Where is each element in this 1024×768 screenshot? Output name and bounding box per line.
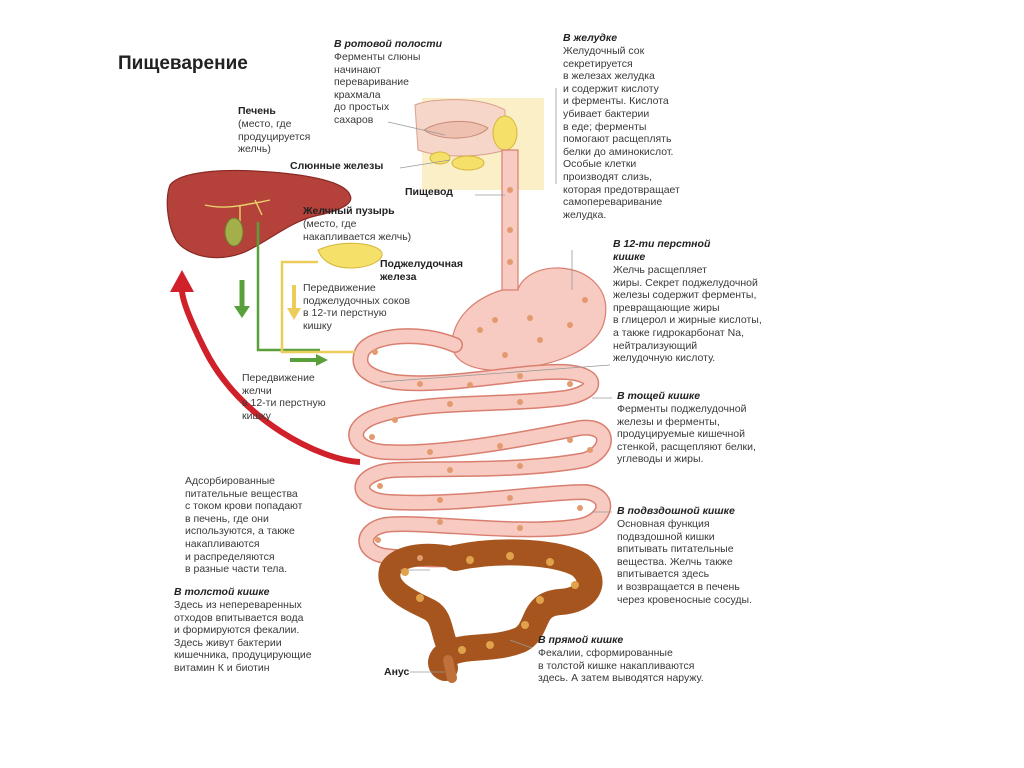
bile-arrow-right-head (316, 354, 328, 366)
food-particle (375, 537, 381, 543)
food-particle (437, 497, 443, 503)
colon-section-title: В толстой кишке (174, 586, 270, 598)
food-particle (507, 495, 513, 501)
food-particle (377, 483, 383, 489)
food-particle (507, 187, 513, 193)
pancreas-shape (317, 242, 383, 269)
food-particle (567, 322, 573, 328)
esophagus-shape (501, 149, 519, 302)
food-particle (437, 519, 443, 525)
ileum-section-text: Основная функция подвздошной кишки впиты… (617, 518, 753, 606)
jejunum-section-title: В тощей кишке (617, 390, 701, 402)
food-particles (369, 187, 593, 654)
food-particle (567, 437, 573, 443)
bile-movement-label: Передвижение желчи в 12-ти перстную кишк… (242, 372, 326, 422)
food-particle (497, 443, 503, 449)
food-particle (571, 581, 579, 589)
food-particle (536, 596, 544, 604)
blood-return-arrow (179, 289, 361, 465)
food-particle (577, 505, 583, 511)
food-particle (392, 417, 398, 423)
liver-shape (166, 169, 352, 259)
food-particle (492, 317, 498, 323)
food-particle (447, 467, 453, 473)
food-particle (417, 555, 423, 561)
bile-arrow-down-head (234, 306, 250, 318)
gallbladder-label-text: (место, где накапливается желчь) (303, 218, 412, 243)
salivary-gland-shape (451, 155, 485, 171)
blood-return-arrow-head (170, 270, 194, 292)
bile-duct-path (256, 222, 320, 352)
food-particle (466, 556, 474, 564)
food-particle (582, 297, 588, 303)
food-particle (467, 382, 473, 388)
food-particle (477, 327, 483, 333)
jejunum-section-text: Ферменты поджелудочной железы и ферменты… (617, 403, 756, 466)
stomach-section-title: В желудке (563, 32, 618, 44)
liver-label-title: Печень (238, 105, 276, 117)
food-particle (507, 259, 513, 265)
parotid-gland-shape (492, 115, 518, 151)
food-particle (517, 399, 523, 405)
food-particle (537, 337, 543, 343)
pancreatic-juice-label: Передвижение поджелудочных соков в 12-ти… (303, 282, 411, 332)
food-particle (416, 594, 424, 602)
page-title: Пищеварение (118, 53, 248, 74)
food-particle (507, 227, 513, 233)
anus-label: Анус (384, 666, 410, 678)
colon-left-shape (378, 543, 466, 663)
food-particle (427, 449, 433, 455)
stomach-section-text: Желудочный сок секретируется в железах ж… (563, 45, 680, 221)
food-particle (567, 381, 573, 387)
ileum-section-title: В подвздошной кишке (617, 505, 735, 517)
rectum-section-title: В прямой кишке (538, 634, 624, 646)
food-particle (401, 568, 409, 576)
leader-lines (379, 88, 612, 673)
food-particle (417, 381, 423, 387)
food-particle (521, 621, 529, 629)
food-particle (502, 352, 508, 358)
colon-section-text: Здесь из непереваренных отходов впитывае… (174, 599, 312, 674)
gallbladder-label-title: Желчный пузырь (303, 205, 395, 217)
pancreatic-duct-path (280, 260, 355, 354)
food-particle (506, 552, 514, 560)
food-particle (517, 463, 523, 469)
esophagus-label: Пищевод (405, 186, 453, 198)
mouth-section-text: Ферменты слюны начинают переваривание кр… (334, 51, 421, 126)
duodenum-section-text: Желчь расщепляет жиры. Секрет поджелудоч… (613, 264, 762, 365)
duodenum-section-title: В 12-ти перстной кишке (613, 238, 711, 263)
food-particle (527, 315, 533, 321)
liver-label-text: (место, где продуцируется желчь) (238, 118, 311, 156)
pancreatic-arrow-head (287, 308, 301, 320)
rectum-section-text: Фекалии, сформированные в толстой кишке … (538, 647, 704, 685)
food-particle (517, 373, 523, 379)
pancreas-label: Поджелудочная железа (380, 258, 463, 283)
food-particle (546, 558, 554, 566)
absorbed-nutrients-label: Адсорбированные питательные вещества с т… (185, 475, 303, 576)
mouth-section-title: В ротовой полости (334, 38, 442, 50)
food-particle (587, 447, 593, 453)
rectum-shape (443, 655, 457, 683)
food-particle (447, 401, 453, 407)
food-particle (372, 349, 378, 355)
food-particle (458, 646, 466, 654)
food-particle (369, 434, 375, 440)
food-particle (517, 525, 523, 531)
salivary-glands-label: Слюнные железы (290, 160, 384, 172)
food-particle (486, 641, 494, 649)
gallbladder-shape (224, 217, 244, 247)
